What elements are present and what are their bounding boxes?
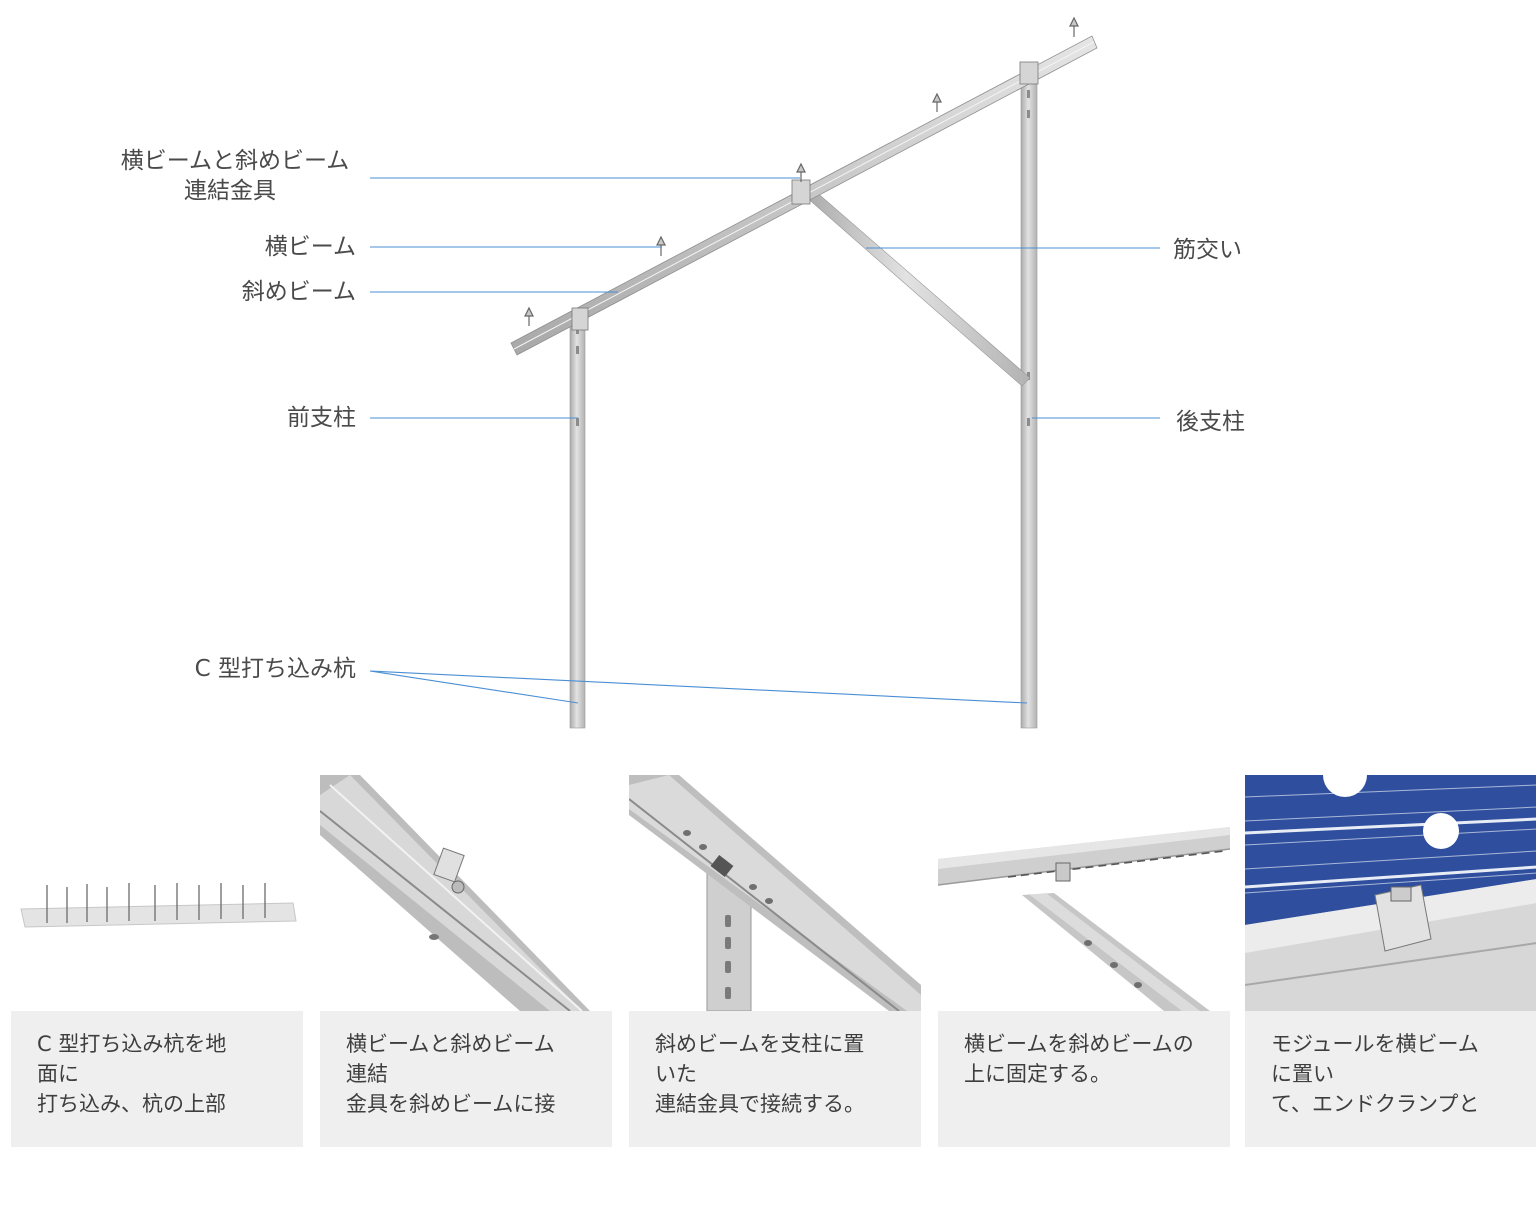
label-front-post: 前支柱 [287, 405, 356, 431]
label-slanted-beam: 斜めビーム [241, 279, 356, 305]
step-caption-3: 斜めビームを支柱に置 いた 連結金具で接続する。 [629, 1011, 921, 1147]
front-post [569, 317, 586, 729]
photo-piles-in-ground [11, 775, 303, 1011]
beam-connectors [571, 61, 1039, 331]
label-c-pile: C 型打ち込み杭 [194, 656, 356, 682]
step-panel-2: 横ビームと斜めビーム 連結 金具を斜めビームに接 [320, 775, 612, 1147]
label-connector: 横ビームと斜めビーム 連結金具 [120, 148, 350, 204]
photo-slanted-beam-on-post [629, 775, 921, 1011]
step-caption-2: 横ビームと斜めビーム 連結 金具を斜めビームに接 [320, 1011, 612, 1147]
step-panel-3: 斜めビームを支柱に置 いた 連結金具で接続する。 [629, 775, 921, 1147]
step-panel-4: 横ビームを斜めビームの 上に固定する。 [938, 775, 1230, 1147]
leader-lines [369, 177, 1160, 704]
step-caption-5: モジュールを横ビーム に置い て、エンドクランプと [1245, 1011, 1536, 1147]
label-rear-post: 後支柱 [1176, 409, 1245, 435]
step-panel-1: C 型打ち込み杭を地 面に 打ち込み、杭の上部 [11, 775, 303, 1147]
photo-horizontal-beam-on-slanted-beam [938, 775, 1230, 1011]
photo-connector-on-slanted-beam [320, 775, 612, 1011]
photo-module-end-clamp [1245, 775, 1536, 1011]
beam-clamps [524, 16, 1079, 326]
brace [804, 189, 1031, 387]
label-horizontal-beam: 横ビーム [264, 234, 356, 260]
mounting-structure-diagram [369, 16, 1160, 729]
rear-post [1020, 71, 1038, 729]
step-panel-5: モジュールを横ビーム に置い て、エンドクランプと [1245, 775, 1536, 1147]
label-brace: 筋交い [1173, 237, 1242, 263]
step-caption-1: C 型打ち込み杭を地 面に 打ち込み、杭の上部 [11, 1011, 303, 1147]
post-holes [576, 90, 1030, 426]
step-caption-4: 横ビームを斜めビームの 上に固定する。 [938, 1011, 1230, 1147]
